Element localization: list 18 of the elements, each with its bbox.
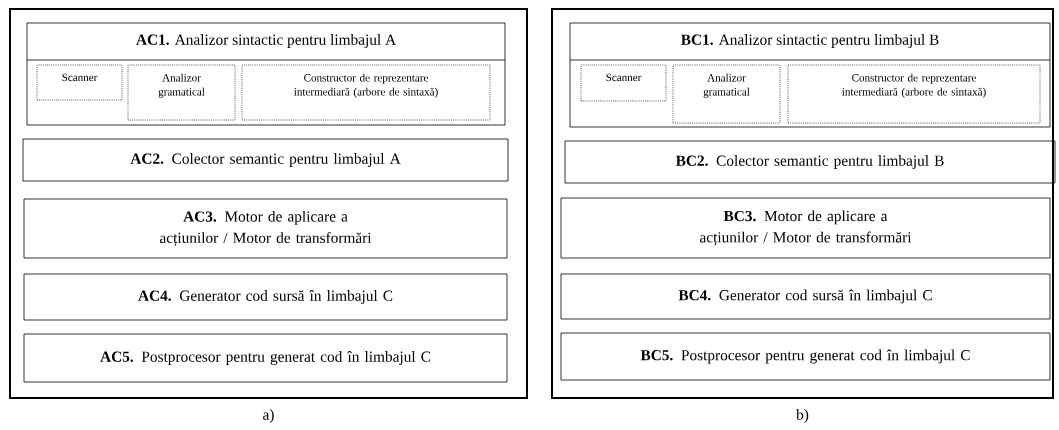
subcomponent-box: Analizor gramatical bbox=[127, 64, 236, 121]
panel-frame bbox=[551, 8, 1054, 399]
panel-frame bbox=[9, 8, 528, 399]
component-box: BC4. Generator cod sursă în limbajul C bbox=[560, 273, 1051, 320]
component-box: AC5. Postprocesor pentru generat cod în limbajul C bbox=[23, 333, 508, 383]
component-box: BC3. Motor de aplicare a acțiunilor / Motor de transformări bbox=[560, 197, 1051, 259]
component-box: BC5. Postprocesor pentru generat cod în limbajul C bbox=[560, 332, 1051, 381]
subcomponent-box: Scanner bbox=[580, 64, 667, 102]
subcomponent-box: Analizor gramatical bbox=[672, 64, 781, 124]
component-box: AC4. Generator cod sursă în limbajul C bbox=[23, 273, 508, 321]
subcomponent-box: Constructor de reprezentare intermediară (arbore de sintaxă) bbox=[787, 64, 1041, 124]
component-box: AC3. Motor de aplicare a acțiunilor / Motor de transformări bbox=[23, 198, 508, 259]
component-box: BC2. Colector semantic pentru limbajul B bbox=[564, 140, 1056, 184]
panel-caption: a) bbox=[263, 409, 274, 423]
subcomponent-box: Constructor de reprezentare intermediară (arbore de sintaxă) bbox=[241, 64, 491, 121]
component-box: AC2. Colector semantic pentru limbajul A bbox=[22, 138, 509, 182]
subcomponent-box: Scanner bbox=[36, 64, 123, 101]
panel-caption: b) bbox=[796, 409, 809, 423]
